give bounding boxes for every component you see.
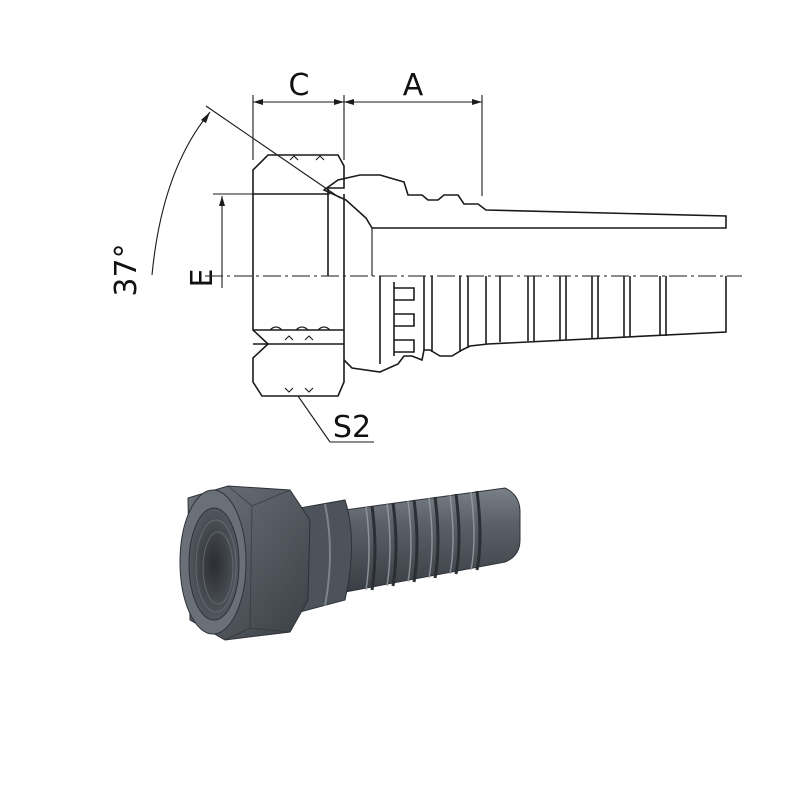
body-section: [322, 174, 727, 276]
technical-drawing: C A E 37°: [109, 68, 742, 445]
dim-label-s2: S2: [333, 410, 371, 445]
dim-label-e: E: [185, 269, 220, 288]
thread-bore: [188, 507, 240, 621]
dim-label-c: C: [289, 68, 310, 103]
dimension-c: C: [252, 68, 345, 160]
body-outline: [343, 276, 727, 373]
dim-label-a: A: [403, 68, 424, 103]
nut-outline: [252, 194, 345, 397]
tail-ribs: [370, 490, 482, 591]
dimension-e: E: [185, 193, 330, 288]
dimension-a: A: [344, 68, 483, 196]
nut-section: [252, 154, 345, 195]
angle-37: 37°: [109, 105, 341, 297]
fitting-3d-render: [179, 485, 521, 641]
dimension-s2: S2: [297, 395, 374, 445]
collar: [299, 499, 352, 613]
dim-label-angle: 37°: [109, 243, 144, 296]
